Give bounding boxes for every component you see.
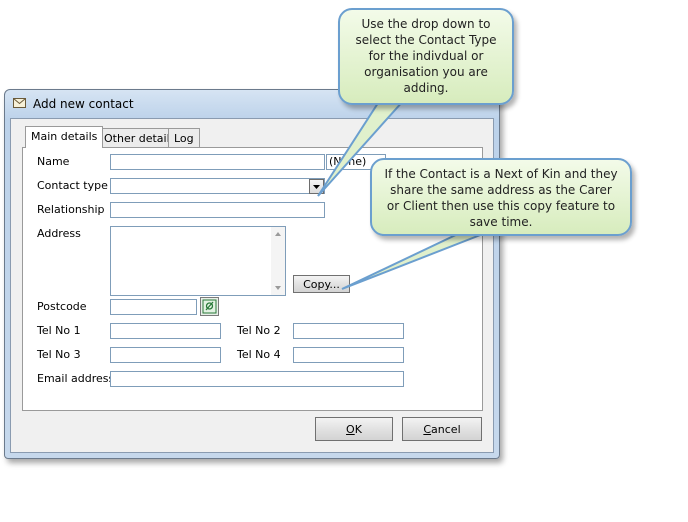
name-label: Name <box>37 155 70 168</box>
tab-other-details[interactable]: Other details <box>98 128 182 147</box>
name-suffix: (None) <box>329 155 367 168</box>
tab-label: Other details <box>104 132 176 145</box>
dropdown-button[interactable] <box>309 179 324 194</box>
copy-button[interactable]: Copy... <box>293 275 350 293</box>
tel1-input[interactable] <box>110 323 221 339</box>
cancel-button[interactable]: Cancel <box>402 417 482 441</box>
name-input[interactable] <box>110 154 325 170</box>
contact-type-callout-text: Use the drop down to select the Contact … <box>355 17 497 95</box>
ok-label-rest: K <box>354 422 362 436</box>
tab-label: Main details <box>31 130 98 143</box>
tel4-input[interactable] <box>293 347 404 363</box>
contact-type-label: Contact type <box>37 179 108 192</box>
chevron-down-icon <box>313 185 320 189</box>
add-contact-dialog: Add new contact Main details Other detai… <box>4 89 500 459</box>
address-scrollbar[interactable] <box>271 227 285 295</box>
postcode-lookup-icon <box>202 299 217 314</box>
dialog-title: Add new contact <box>33 97 134 111</box>
ok-mnemonic: O <box>346 422 355 436</box>
ok-button[interactable]: OK <box>315 417 393 441</box>
relationship-label: Relationship <box>37 203 105 216</box>
dialog-body: Main details Other details Log Name (Non… <box>10 118 494 453</box>
address-textarea[interactable] <box>110 226 286 296</box>
tab-main-details[interactable]: Main details <box>25 126 104 148</box>
tel3-input[interactable] <box>110 347 221 363</box>
relationship-input[interactable] <box>110 202 325 218</box>
contact-type-callout: Use the drop down to select the Contact … <box>338 8 514 105</box>
tel1-label: Tel No 1 <box>37 324 81 337</box>
scroll-arrows-icon <box>275 232 281 290</box>
copy-callout-text: If the Contact is a Next of Kin and they… <box>384 167 618 229</box>
postcode-lookup-button[interactable] <box>200 297 219 316</box>
tab-label: Log <box>174 132 194 145</box>
postcode-input[interactable] <box>110 299 197 315</box>
tel2-label: Tel No 2 <box>237 324 281 337</box>
tel2-input[interactable] <box>293 323 404 339</box>
envelope-icon <box>13 98 26 108</box>
cancel-mnemonic: C <box>423 422 432 436</box>
email-label: Email address <box>37 372 115 385</box>
postcode-label: Postcode <box>37 300 87 313</box>
tel4-label: Tel No 4 <box>237 348 281 361</box>
tab-log[interactable]: Log <box>168 128 200 147</box>
email-input[interactable] <box>110 371 404 387</box>
copy-callout: If the Contact is a Next of Kin and they… <box>370 158 632 236</box>
title-bar[interactable]: Add new contact <box>5 90 499 118</box>
address-label: Address <box>37 227 81 240</box>
cancel-label-rest: ancel <box>431 422 461 436</box>
tel3-label: Tel No 3 <box>37 348 81 361</box>
contact-type-select[interactable] <box>110 178 325 194</box>
